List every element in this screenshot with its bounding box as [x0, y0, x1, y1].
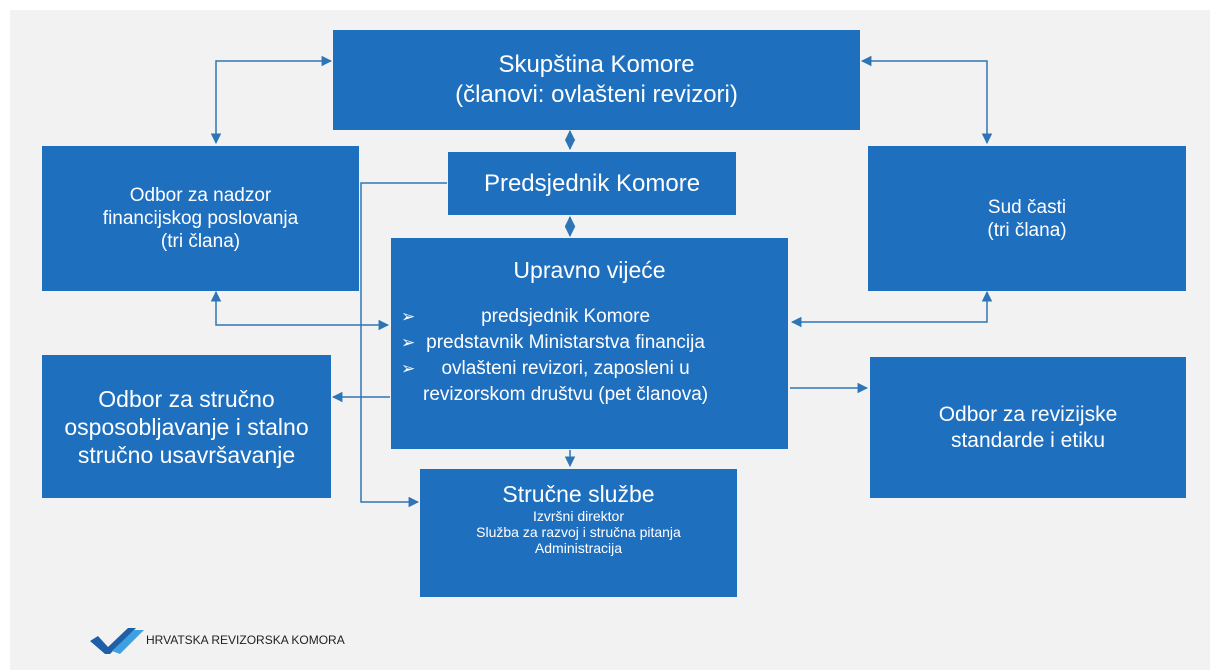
box-predsjednik-komore: Predsjednik Komore [448, 152, 736, 215]
box-odbor-nadzor: Odbor za nadzor financijskog poslovanja … [42, 146, 359, 291]
upravno-vijece-title: Upravno vijeće [513, 257, 666, 283]
odbor-nadzor-line1: Odbor za nadzor [129, 185, 272, 206]
list-item: ➢predsjednik Komore [401, 304, 708, 330]
skupstina-title: Skupština Komore [498, 51, 695, 78]
arrowhead-bullet-icon: ➢ [401, 307, 416, 326]
box-odbor-strucno: Odbor za stručno osposobljavanje i staln… [42, 355, 331, 498]
box-skupstina-komore: Skupština Komore (članovi: ovlašteni rev… [333, 30, 860, 130]
box-strucne-sluzbe: Stručne službe Izvršni direktor Služba z… [420, 469, 737, 597]
link-odbor-nadzor-upravno [210, 290, 390, 331]
arrowhead-bullet-icon: ➢ [401, 359, 416, 378]
predsjednik-label: Predsjednik Komore [483, 169, 701, 197]
strucne-sluzbe-line3: Administracija [534, 540, 623, 556]
box-upravno-vijece: Upravno vijeće ➢predsjednik Komore ➢pred… [391, 238, 788, 449]
link-predsjednik-strucne [360, 182, 447, 508]
box-odbor-revizijske: Odbor za revizijske standarde i etiku [870, 357, 1186, 498]
sud-casti-line1: Sud časti [987, 196, 1067, 218]
list-item: ➢ovlašteni revizori, zaposleni u [401, 356, 708, 382]
link-skupstina-odbor-nadzor [210, 55, 333, 145]
strucne-sluzbe-title: Stručne službe [502, 481, 655, 507]
odbor-revizijske-line1: Odbor za revizijske [938, 402, 1118, 426]
logo-checkmark-icon [90, 628, 144, 654]
strucne-sluzbe-line1: Izvršni direktor [532, 508, 625, 524]
logo-text: HRVATSKA REVIZORSKA KOMORA [146, 633, 345, 647]
odbor-nadzor-line3: (tri člana) [160, 231, 241, 252]
skupstina-subtitle: (članovi: ovlašteni revizori) [455, 81, 738, 108]
odbor-nadzor-line2: financijskog poslovanja [102, 208, 299, 229]
link-sud-casti-upravno [790, 290, 993, 328]
strucne-sluzbe-line2: Služba za razvoj i stručna pitanja [476, 524, 681, 540]
box-sud-casti: Sud časti (tri člana) [868, 146, 1186, 291]
odbor-strucno-line1: Odbor za stručno [98, 385, 275, 412]
odbor-revizijske-line2: standarde i etiku [950, 428, 1106, 452]
list-item: ➢predstavnik Ministarstva financija [401, 330, 708, 356]
upravno-vijece-members: ➢predsjednik Komore ➢predstavnik Minista… [391, 304, 708, 408]
odbor-strucno-line2: osposobljavanje i stalno [64, 413, 309, 440]
arrowhead-bullet-icon: ➢ [401, 333, 416, 352]
link-skupstina-sud-casti [860, 55, 993, 145]
sud-casti-line2: (tri člana) [987, 219, 1067, 241]
odbor-strucno-line3: stručno usavršavanje [77, 441, 296, 468]
list-item-continuation: revizorskom društvu (pet članova) [423, 384, 709, 405]
